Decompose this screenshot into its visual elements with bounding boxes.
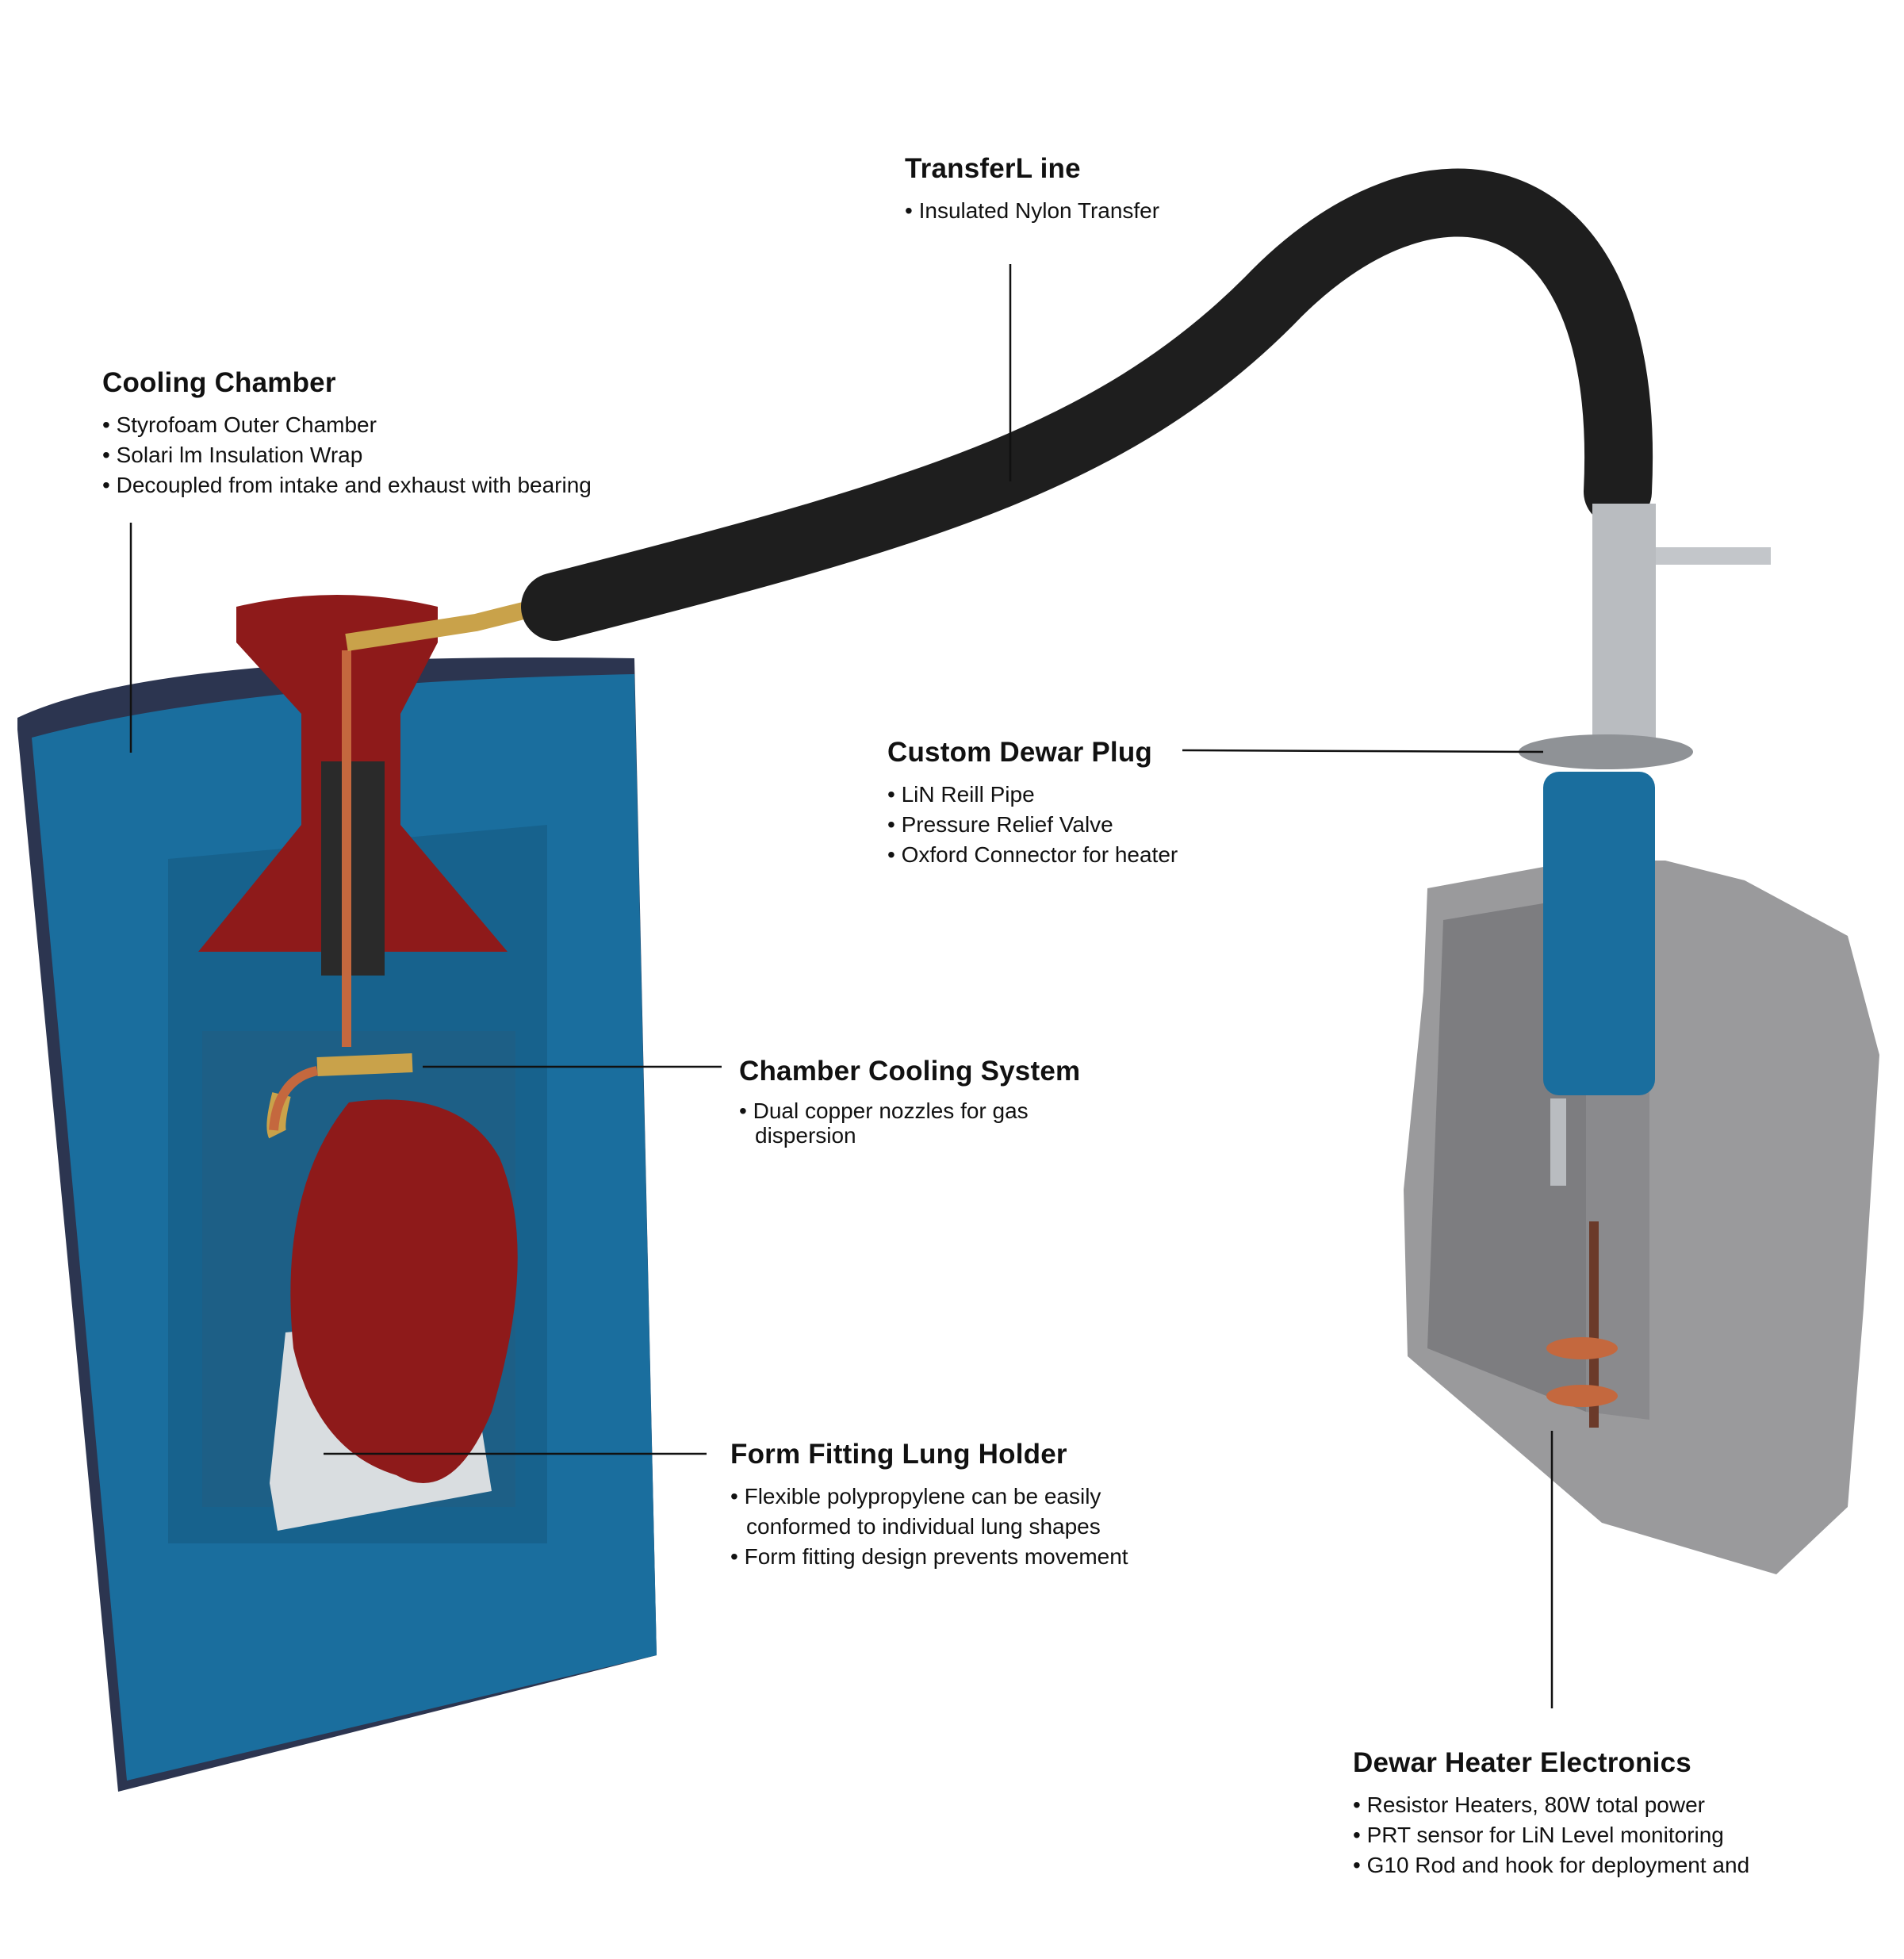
- callout-title: TransferL ine: [905, 153, 1081, 184]
- callout-title: Chamber Cooling System: [739, 1056, 1081, 1087]
- transfer-hose: [521, 168, 1653, 641]
- callout-transfer-line: TransferL ine Insulated Nylon Transfer: [905, 153, 1159, 226]
- callout-title: Form Fitting Lung Holder: [730, 1439, 1067, 1470]
- callout-title: Custom Dewar Plug: [887, 737, 1153, 768]
- callout-title: Cooling Chamber: [102, 367, 336, 398]
- callout-lung-holder: Form Fitting Lung Holder Flexible polypr…: [730, 1439, 1174, 1572]
- callout-bullet: Styrofoam Outer Chamber: [102, 410, 592, 440]
- brass-fitting: [345, 602, 526, 651]
- plug-body: [1543, 772, 1655, 1095]
- callout-title: Dewar Heater Electronics: [1353, 1747, 1691, 1778]
- carbon-rod: [321, 761, 385, 976]
- callout-heater-electronics: Dewar Heater Electronics Resistor Heater…: [1353, 1747, 1749, 1880]
- callout-bullet: Insulated Nylon Transfer: [905, 196, 1160, 226]
- callout-bullet: Oxford Connector for heater: [887, 840, 1178, 870]
- callout-chamber-cooling: Chamber Cooling System Dual copper nozzl…: [739, 1056, 1088, 1148]
- callout-bullet: PRT sensor for LiN Level monitoring: [1353, 1820, 1749, 1850]
- plug-flange: [1519, 734, 1693, 769]
- callout-bullet: Form fitting design prevents movement: [730, 1542, 1174, 1572]
- callout-bullet: LiN Reill Pipe: [887, 780, 1178, 810]
- leader-lines: [129, 264, 1553, 1708]
- lung-model: [290, 1099, 518, 1483]
- callout-bullet: Resistor Heaters, 80W total power: [1353, 1790, 1749, 1820]
- callout-bullet: Decoupled from intake and exhaust with b…: [102, 470, 592, 500]
- callout-bullet: Dual copper nozzles for gas dispersion: [739, 1098, 1088, 1148]
- cooling-chamber: [17, 595, 657, 1792]
- dewar: [1404, 504, 1879, 1574]
- callout-bullet: Flexible polypropylene can be easily con…: [730, 1482, 1174, 1542]
- callout-cooling-chamber: Cooling Chamber Styrofoam Outer Chamber …: [102, 367, 592, 500]
- callout-bullet: Solari lm Insulation Wrap: [102, 440, 592, 470]
- callout-bullet: G10 Rod and hook for deployment and: [1353, 1850, 1750, 1880]
- steel-rods: [1592, 504, 1656, 749]
- heater-stage: [1546, 1337, 1618, 1359]
- callout-dewar-plug: Custom Dewar Plug LiN Reill Pipe Pressur…: [887, 737, 1178, 870]
- callout-bullet: Pressure Relief Valve: [887, 810, 1178, 840]
